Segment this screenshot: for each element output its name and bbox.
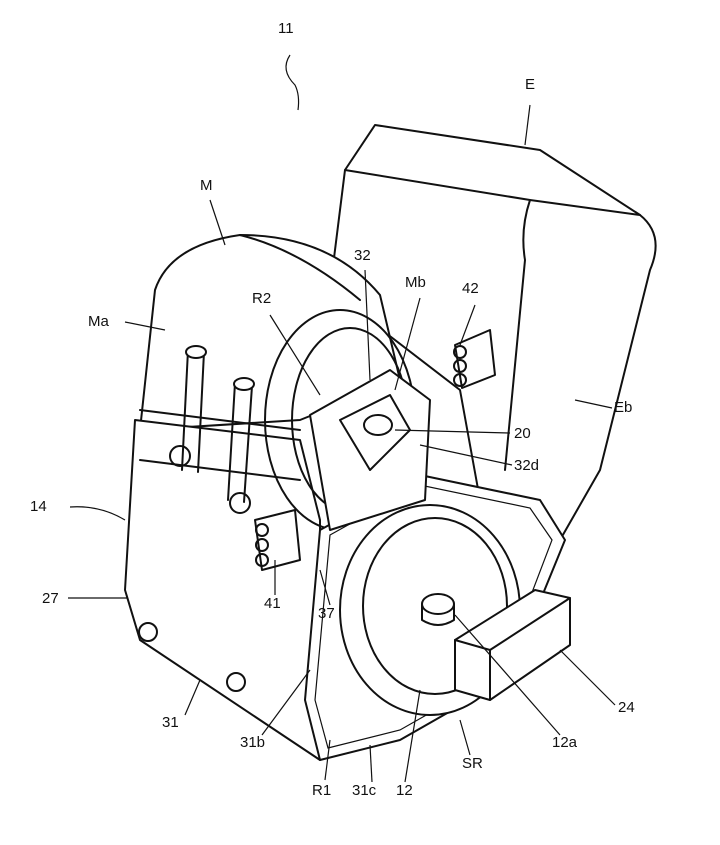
label-R1: R1: [312, 782, 332, 799]
label-32d: 32d: [514, 457, 540, 474]
label-Ma: Ma: [88, 313, 109, 330]
label-14: 14: [30, 498, 47, 515]
label-24: 24: [618, 699, 635, 716]
label-12: 12: [396, 782, 413, 799]
label-32: 32: [354, 247, 371, 264]
label-R2: R2: [252, 290, 272, 307]
label-SR: SR: [462, 755, 483, 772]
motor-M: [139, 234, 401, 431]
label-E: E: [525, 76, 536, 93]
label-20: 20: [514, 425, 531, 442]
label-27: 27: [42, 590, 59, 607]
label-Eb: Eb: [614, 399, 633, 416]
label-31: 31: [162, 714, 179, 731]
connector-42: [453, 329, 496, 389]
label-31b: 31b: [240, 734, 266, 751]
label-41: 41: [264, 595, 281, 612]
label-12a: 12a: [552, 734, 578, 751]
connector-41: [254, 509, 301, 571]
label-Mb: Mb: [405, 274, 426, 291]
label-11: 11: [278, 20, 294, 37]
label-37: 37: [318, 605, 335, 622]
label-42: 42: [462, 280, 479, 297]
label-M: M: [200, 177, 213, 194]
label-31c: 31c: [352, 782, 377, 799]
